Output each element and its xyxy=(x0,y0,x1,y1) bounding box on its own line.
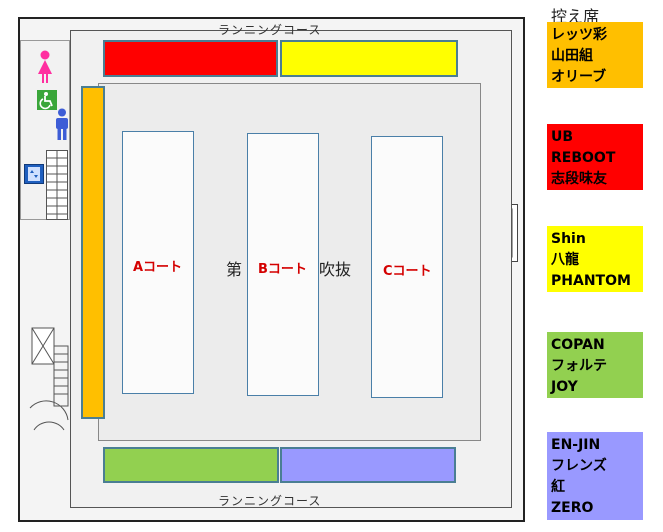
team-name: UB xyxy=(551,129,574,145)
stairs-icon xyxy=(46,150,68,220)
team-name: オリーブ xyxy=(551,69,607,85)
legend-group-purple: EN-JIN フレンズ 紅 ZERO xyxy=(547,432,643,520)
female-restroom-icon xyxy=(34,50,56,84)
team-name: JOY xyxy=(551,379,578,395)
court-c xyxy=(371,136,443,398)
team-name: 山田組 xyxy=(551,48,593,64)
wheelchair-restroom-icon xyxy=(37,90,57,110)
atrium-text: 吹抜 xyxy=(319,260,352,279)
seat-block-orange xyxy=(81,86,105,419)
team-name: EN-JIN xyxy=(551,437,601,453)
elevator-icon xyxy=(24,164,44,184)
team-name: ZERO xyxy=(551,500,594,516)
legend-group-yellow: Shin 八龍 PHANTOM xyxy=(547,226,643,292)
stairwell-icon xyxy=(24,320,70,440)
male-restroom-icon xyxy=(53,108,71,140)
team-name: 紅 xyxy=(551,479,565,495)
seat-block-purple xyxy=(280,447,456,483)
team-name: レッツ彩 xyxy=(551,27,607,43)
team-name: 八龍 xyxy=(551,252,579,268)
team-name: COPAN xyxy=(551,337,605,353)
court-b-label: Bコート xyxy=(258,262,307,277)
seat-block-red xyxy=(103,40,278,77)
team-name: REBOOT xyxy=(551,150,616,166)
team-name: PHANTOM xyxy=(551,273,631,289)
team-name: フォルテ xyxy=(551,358,607,374)
running-course-label-top: ランニングコース xyxy=(218,23,322,37)
team-name: フレンズ xyxy=(551,458,607,474)
seat-block-yellow xyxy=(280,40,458,77)
team-name: 志段味友 xyxy=(551,171,607,187)
court-c-label: Cコート xyxy=(383,264,432,279)
team-name: Shin xyxy=(551,231,586,247)
court-b xyxy=(247,133,319,396)
legend-title: 控え席 xyxy=(551,7,600,26)
legend-group-red: UB REBOOT 志段味友 xyxy=(547,124,643,190)
court-a-label: Aコート xyxy=(133,260,183,275)
legend-group-green: COPAN フォルテ JOY xyxy=(547,332,643,398)
seat-block-green xyxy=(103,447,279,483)
court-a xyxy=(122,131,194,394)
running-course-label-bottom: ランニングコース xyxy=(218,494,322,508)
legend-group-orange: レッツ彩 山田組 オリーブ xyxy=(547,22,643,88)
hall-name-text: 第 xyxy=(226,260,243,279)
